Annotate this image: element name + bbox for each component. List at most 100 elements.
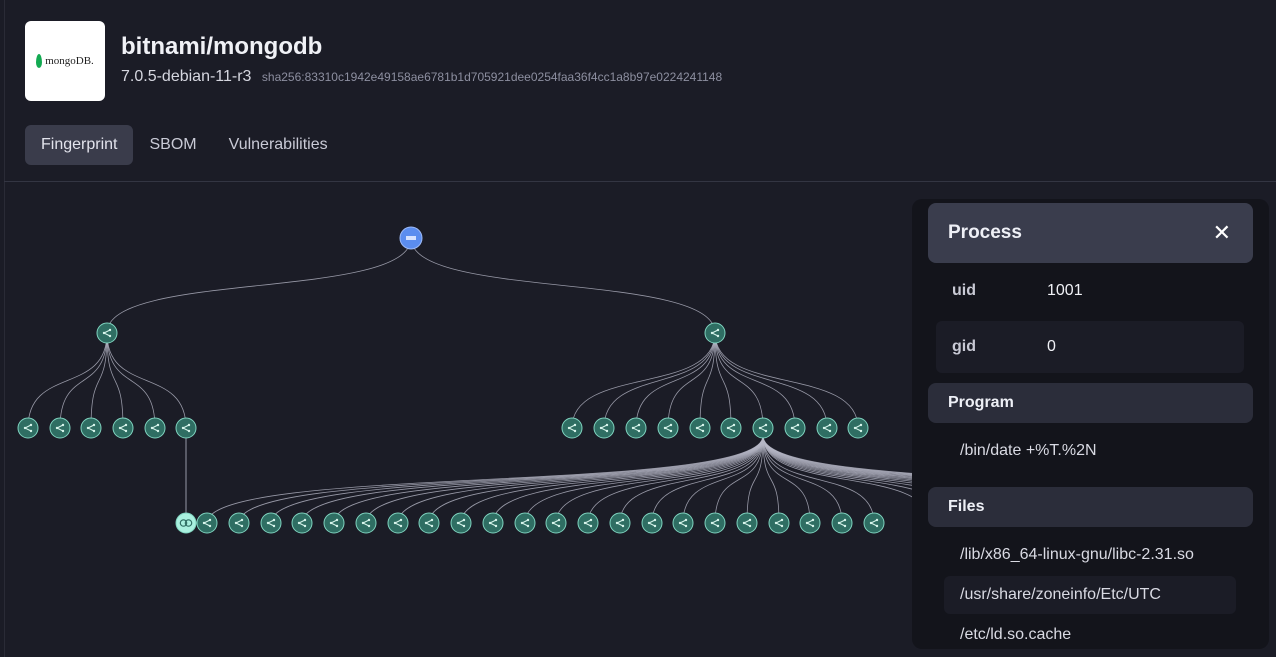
process-node[interactable] [291, 512, 313, 534]
process-node[interactable] [144, 417, 166, 439]
share-icon [55, 423, 65, 433]
container-icon [406, 236, 416, 240]
process-node[interactable] [609, 512, 631, 534]
share-icon [678, 518, 688, 528]
graph-edge [555, 435, 764, 524]
process-node[interactable] [816, 417, 838, 439]
share-icon [583, 518, 593, 528]
share-icon [488, 518, 498, 528]
process-node[interactable] [720, 417, 742, 439]
process-node[interactable] [260, 512, 282, 534]
tab-fingerprint[interactable]: Fingerprint [25, 125, 134, 165]
process-node[interactable] [799, 512, 821, 534]
process-node[interactable] [704, 322, 726, 344]
process-node[interactable] [561, 417, 583, 439]
graph-edge [397, 435, 764, 524]
container-node[interactable] [399, 226, 423, 250]
field-value: 1001 [1047, 282, 1083, 299]
program-section-header: Program [928, 383, 1253, 423]
share-icon [361, 518, 371, 528]
process-node[interactable] [175, 417, 197, 439]
process-node[interactable] [625, 417, 647, 439]
process-node[interactable] [577, 512, 599, 534]
share-icon [551, 518, 561, 528]
process-node[interactable] [228, 512, 250, 534]
image-digest: sha256:83310c1942e49158ae6781b1d705921de… [261, 70, 723, 84]
field-key: uid [952, 282, 976, 299]
share-icon [615, 518, 625, 528]
process-node[interactable] [96, 322, 118, 344]
graph-edge [270, 435, 764, 524]
graph-edge [106, 332, 187, 429]
graph-edge [714, 332, 796, 429]
process-panel-header: Process ✕ [928, 203, 1253, 263]
process-node[interactable] [418, 512, 440, 534]
tab-bar: Fingerprint SBOM Vulnerabilities [25, 125, 344, 165]
process-node[interactable] [17, 417, 39, 439]
tab-vulnerabilities[interactable]: Vulnerabilities [228, 136, 328, 153]
process-node[interactable] [387, 512, 409, 534]
process-node[interactable] [704, 512, 726, 534]
graph-edge [90, 332, 108, 429]
process-node[interactable] [196, 512, 218, 534]
logo-wordmark: mongoDB. [45, 55, 94, 67]
header-divider [4, 181, 1276, 182]
graph-edge [714, 332, 764, 429]
fingerprint-graph[interactable] [0, 182, 1276, 657]
image-title: bitnami/mongodb [121, 33, 323, 60]
file-item[interactable]: /usr/share/zoneinfo/Etc/UTC [944, 576, 1236, 614]
graph-edge [27, 332, 108, 429]
share-icon [853, 423, 863, 433]
process-node[interactable] [672, 512, 694, 534]
share-icon [695, 423, 705, 433]
process-node[interactable] [736, 512, 758, 534]
process-node[interactable] [847, 417, 869, 439]
leaf-icon [36, 54, 43, 68]
process-node[interactable] [752, 417, 774, 439]
share-icon [599, 423, 609, 433]
process-node[interactable] [112, 417, 134, 439]
program-command: /bin/date +%T.%2N [960, 442, 1097, 459]
share-icon [774, 518, 784, 528]
file-item[interactable]: /etc/ld.so.cache [960, 626, 1072, 643]
process-node[interactable] [355, 512, 377, 534]
process-node[interactable] [545, 512, 567, 534]
field-value: 0 [1047, 338, 1056, 355]
process-node[interactable] [657, 417, 679, 439]
process-node[interactable] [49, 417, 71, 439]
graph-edge [699, 332, 716, 429]
graph-edge [365, 435, 764, 524]
tab-sbom[interactable]: SBOM [149, 136, 197, 153]
graph-edge [603, 332, 716, 429]
graph-edge [106, 332, 156, 429]
process-node[interactable] [514, 512, 536, 534]
share-icon [805, 518, 815, 528]
image-version: 7.0.5-debian-11-r3 [121, 68, 252, 85]
process-node[interactable] [593, 417, 615, 439]
share-icon [234, 518, 244, 528]
graph-edge [714, 332, 828, 429]
process-panel-title: Process [948, 222, 1022, 243]
process-node[interactable] [323, 512, 345, 534]
graph-edge [333, 435, 764, 524]
process-node[interactable] [641, 512, 663, 534]
file-item[interactable]: /lib/x86_64-linux-gnu/libc-2.31.so [960, 546, 1194, 563]
share-icon [710, 518, 720, 528]
process-node[interactable] [482, 512, 504, 534]
link-node[interactable] [175, 512, 197, 534]
process-node[interactable] [80, 417, 102, 439]
share-icon [102, 328, 112, 338]
graph-edge [682, 435, 764, 524]
process-node[interactable] [768, 512, 790, 534]
process-node[interactable] [450, 512, 472, 534]
share-icon [726, 423, 736, 433]
process-node[interactable] [689, 417, 711, 439]
process-node[interactable] [784, 417, 806, 439]
process-node[interactable] [831, 512, 853, 534]
mongodb-logo: mongoDB. [25, 21, 105, 101]
graph-edge [571, 332, 716, 429]
share-icon [424, 518, 434, 528]
field-key: gid [952, 338, 976, 355]
close-icon[interactable]: ✕ [1212, 220, 1231, 245]
process-node[interactable] [863, 512, 885, 534]
